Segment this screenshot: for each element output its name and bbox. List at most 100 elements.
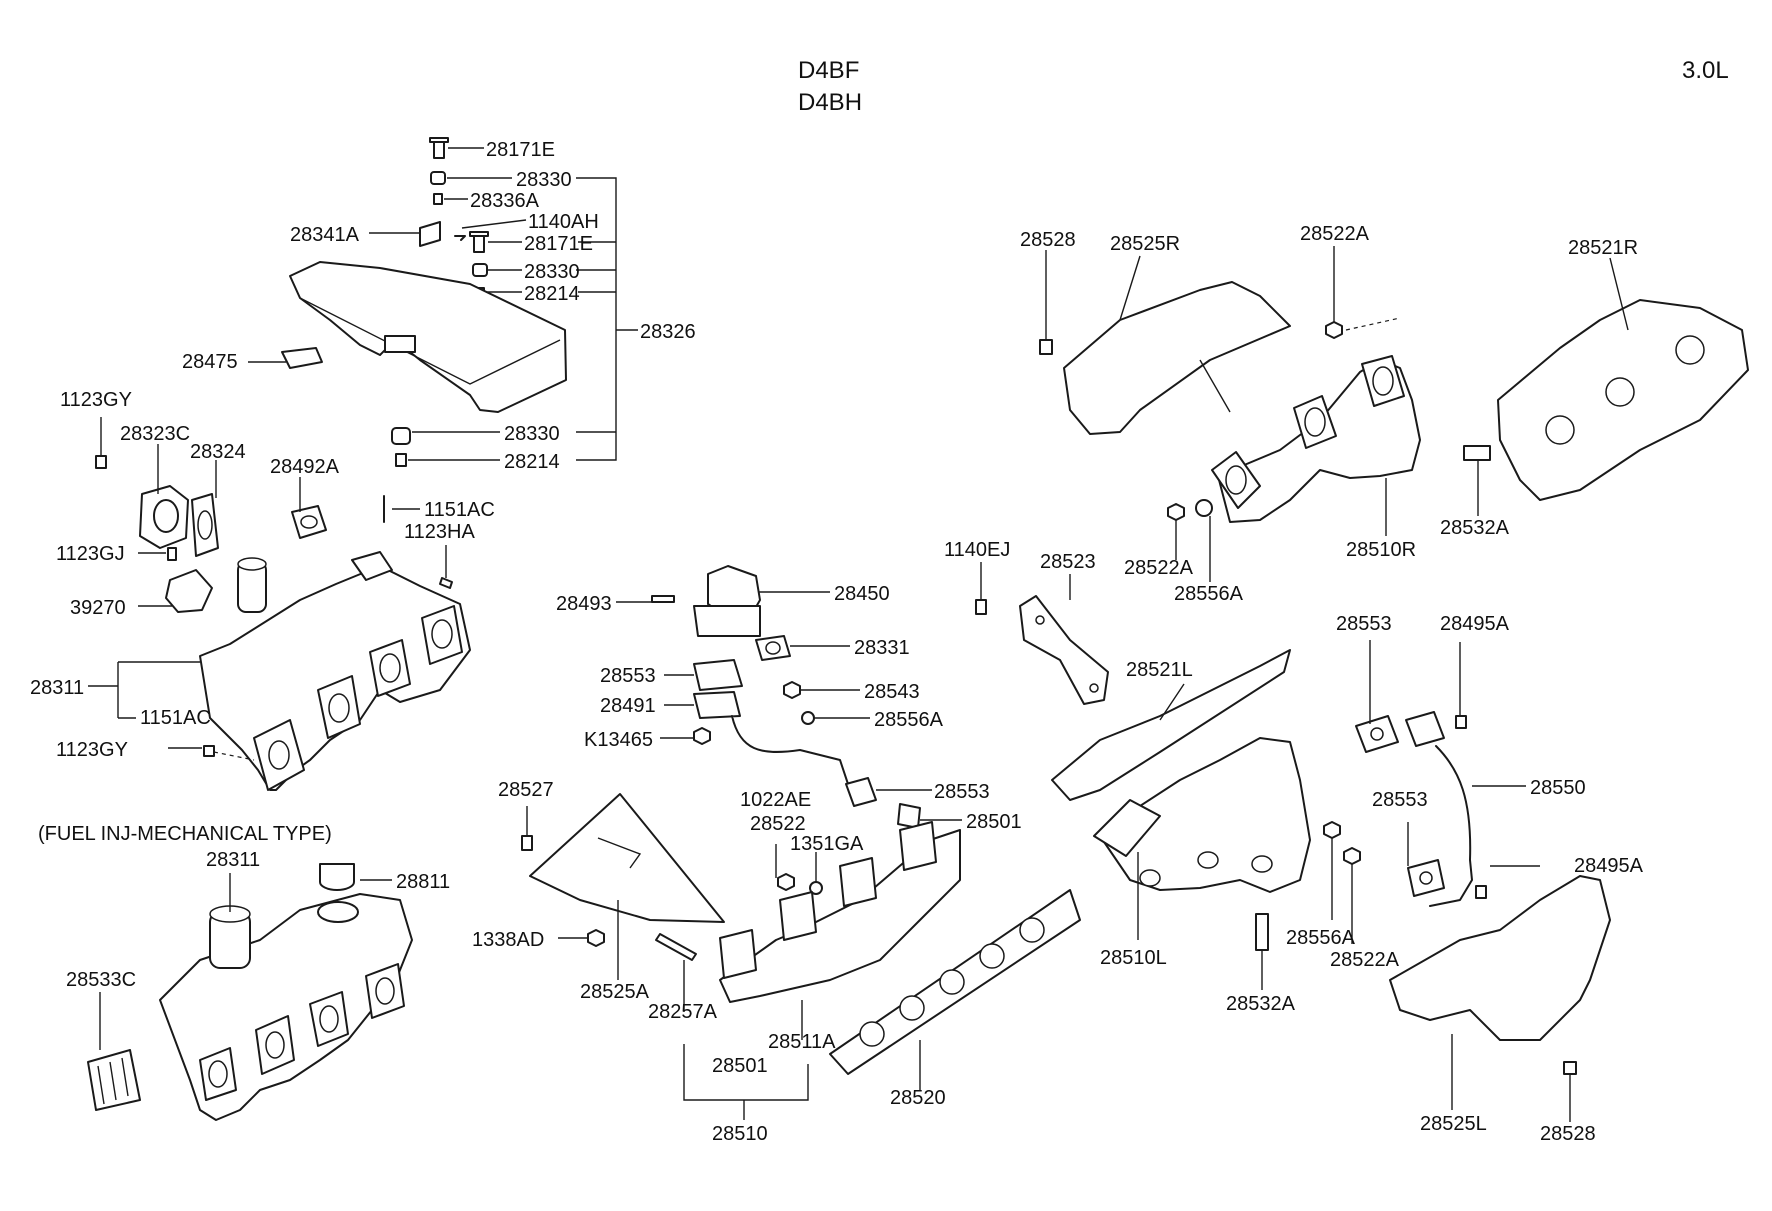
cap-28811 <box>319 863 355 891</box>
label-28171E-b: 28171E <box>524 233 593 255</box>
label-28330-b: 28330 <box>524 261 580 283</box>
label-28553-c: 28553 <box>1336 613 1392 635</box>
displacement-label: 3.0L <box>1682 57 1729 84</box>
label-28525L: 28525L <box>1420 1113 1487 1135</box>
nut-28543 <box>783 681 801 699</box>
bolt-28493 <box>651 595 675 603</box>
label-28336A: 28336A <box>470 190 540 212</box>
bracket-28523-hole-1 <box>1035 615 1045 625</box>
grommet-28330-bottom <box>391 427 411 445</box>
egr-exhaust-center-assembly <box>521 565 1081 1120</box>
label-28495A-b: 28495A <box>1574 855 1644 877</box>
left-port-2 <box>1197 851 1219 869</box>
nut-28522 <box>777 873 795 891</box>
label-28553-a: 28553 <box>600 665 656 687</box>
throttle-neck-top <box>237 557 267 571</box>
collar-28214-bottom <box>395 453 407 467</box>
right-flange-front-bore <box>1225 465 1247 495</box>
gasket-28331-hole <box>765 641 781 655</box>
screw-1140AH <box>454 235 466 241</box>
shield-28521R-hole-1 <box>1545 415 1575 445</box>
label-28495A-a: 28495A <box>1440 613 1510 635</box>
label-28556A-a: 28556A <box>874 709 944 731</box>
variant-note: (FUEL INJ-MECHANICAL TYPE) <box>38 823 332 845</box>
bolt-1140EJ <box>975 599 987 615</box>
heat-shield-emboss <box>597 837 642 869</box>
label-28528-a: 28528 <box>1020 229 1076 251</box>
label-28811: 28811 <box>396 871 450 893</box>
label-28556A-b: 28556A <box>1174 583 1244 605</box>
pipe-flange-28553-b <box>845 777 877 807</box>
egr-pipe-28491 <box>731 715 851 791</box>
label-28510L: 28510L <box>1100 947 1167 969</box>
mech-port-4-bore <box>375 977 395 1005</box>
engine-code-2: D4BH <box>798 89 862 116</box>
mech-port-1-bore <box>208 1060 228 1088</box>
heat-shield-28525R <box>1063 281 1291 435</box>
gasket-28491 <box>693 691 741 719</box>
gasket-hole-1 <box>859 1021 885 1047</box>
ex-port-4 <box>899 821 937 871</box>
washer-28556A-b <box>1195 499 1213 517</box>
bracket-28341A <box>419 221 441 247</box>
label-1123HA: 1123HA <box>404 521 475 543</box>
mech-port-3-bore <box>319 1005 339 1033</box>
label-1151AC-a: 1151AC <box>424 499 495 521</box>
label-28527: 28527 <box>498 779 554 801</box>
clip-28475 <box>281 347 323 369</box>
label-28493: 28493 <box>556 593 612 615</box>
right-flange-mid-bore <box>1304 407 1326 437</box>
pipe-flange-top <box>1405 711 1445 747</box>
label-28341A: 28341A <box>290 224 360 246</box>
gasket-28553-a <box>693 659 743 691</box>
grommet-28330-top <box>430 171 446 185</box>
label-28553-b: 28553 <box>934 781 990 803</box>
leader-28311 <box>88 661 200 719</box>
egr-valve-base <box>693 605 761 637</box>
label-28521R: 28521R <box>1568 237 1638 259</box>
heat-shield-28521L <box>1051 649 1291 801</box>
label-28475: 28475 <box>182 351 238 373</box>
label-1022AE: 1022AE <box>740 789 811 811</box>
bolt-28171E-top <box>429 137 449 159</box>
bolt-1123GY-bottom <box>203 745 215 757</box>
grommet-28330-mid <box>472 263 488 277</box>
gasket-hole-2 <box>899 995 925 1021</box>
gasket-28492A-hole <box>300 515 318 529</box>
label-1351GA: 1351GA <box>790 833 864 855</box>
label-1338AD: 1338AD <box>472 929 544 951</box>
bracket-28326 <box>576 177 638 461</box>
manifold-flange-top <box>351 551 393 581</box>
right-exhaust-assembly <box>1039 246 1749 582</box>
label-28171E-a: 28171E <box>486 139 555 161</box>
stud-28501-a <box>897 803 921 829</box>
label-28525R: 28525R <box>1110 233 1180 255</box>
left-flange-front <box>1093 799 1161 857</box>
intake-manifold-mechanical-assembly <box>87 863 413 1121</box>
ex-port-2 <box>779 891 817 941</box>
label-28522A-b: 28522A <box>1124 557 1194 579</box>
label-28324: 28324 <box>190 441 246 463</box>
egr-pipe-28550 <box>1429 745 1473 907</box>
port-1-bore <box>268 740 290 770</box>
leader-28510 <box>683 1044 809 1120</box>
gasket-hole-3 <box>939 969 965 995</box>
label-28492A: 28492A <box>270 456 340 478</box>
label-28520: 28520 <box>890 1087 946 1109</box>
label-28326: 28326 <box>640 321 696 343</box>
label-28522: 28522 <box>750 813 806 835</box>
label-28501-b: 28501 <box>712 1055 768 1077</box>
label-1123GJ: 1123GJ <box>56 543 125 565</box>
label-28323C: 28323C <box>120 423 190 445</box>
bolt-28528-top <box>1039 339 1053 355</box>
washer-28556A-c <box>1323 821 1341 839</box>
stud-28257A <box>655 933 697 961</box>
gasket-28553-d-hole <box>1419 871 1433 885</box>
port-2-bore <box>328 693 350 723</box>
bracket-ribs <box>97 1057 129 1105</box>
dashed-nut-path <box>1345 317 1401 331</box>
label-28330-c: 28330 <box>504 423 560 445</box>
nut-28522A-top <box>1325 321 1343 339</box>
elbow-bore <box>153 499 179 533</box>
mech-port-2-bore <box>265 1031 285 1059</box>
